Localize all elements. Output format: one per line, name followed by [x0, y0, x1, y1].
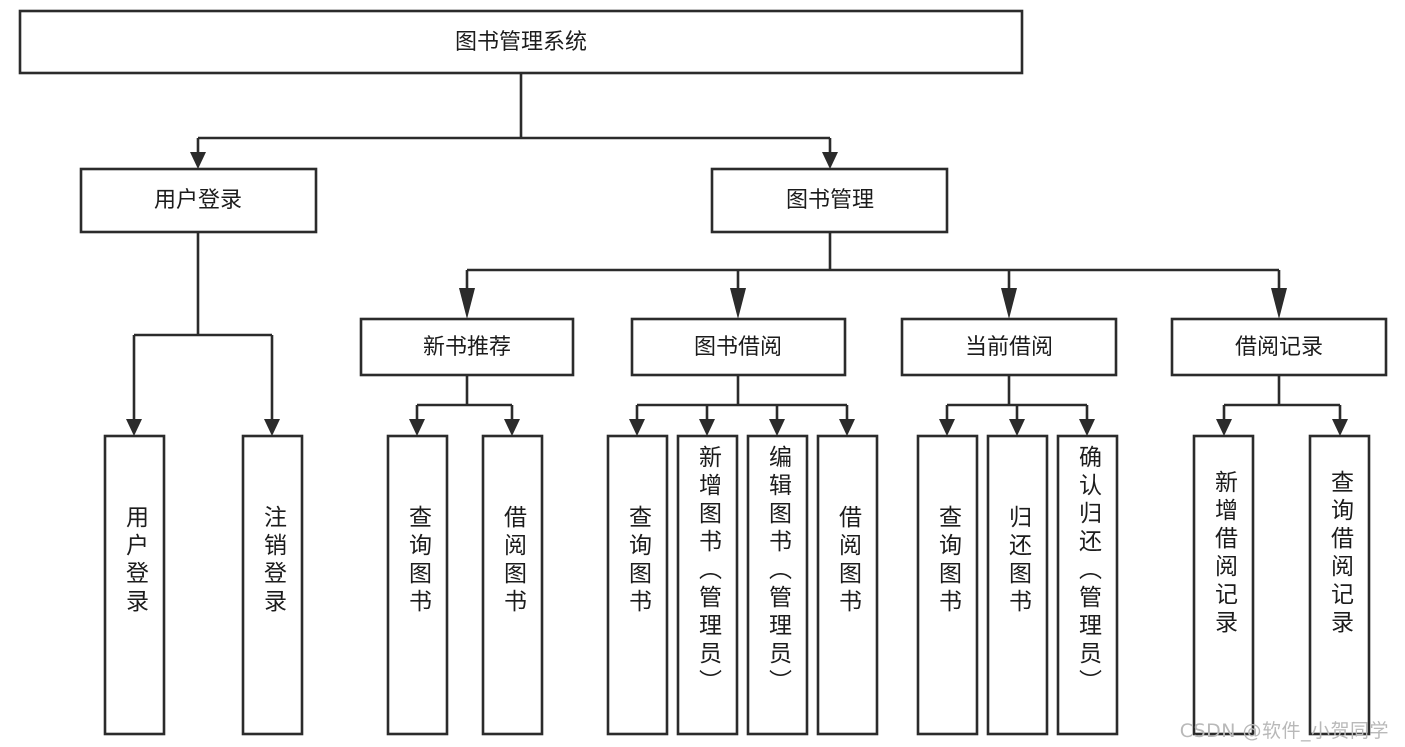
node-user-login-label: 用户登录: [154, 188, 242, 213]
node-leaf-query-record-label: 查询借阅记录: [1327, 470, 1355, 638]
node-leaf-add-record-box[interactable]: [1192, 434, 1255, 736]
node-leaf-logout[interactable]: 注销登录: [241, 434, 304, 736]
node-leaf-borrow-book-2[interactable]: 借阅图书: [816, 434, 879, 736]
node-leaf-confirm-return[interactable]: 确认归还（管理员）: [1056, 434, 1119, 736]
node-leaf-query-book-2-box[interactable]: [606, 434, 669, 736]
arrowhead-book-manage: [822, 152, 838, 169]
arrowhead-borrow-record: [1271, 288, 1287, 319]
node-borrow-record-label: 借阅记录: [1235, 335, 1323, 360]
node-leaf-query-record[interactable]: 查询借阅记录: [1308, 434, 1371, 736]
arrowhead-current-borrow: [1001, 288, 1017, 319]
arrowhead-new-book-recommend: [459, 288, 475, 319]
node-leaf-add-record[interactable]: 新增借阅记录: [1192, 434, 1255, 736]
node-leaf-edit-book[interactable]: 编辑图书（管理员）: [746, 434, 809, 736]
node-current-borrow-box[interactable]: [900, 317, 1118, 377]
node-book-borrow-box[interactable]: [630, 317, 847, 377]
node-leaf-add-book[interactable]: 新增图书（管理员）: [676, 434, 739, 736]
arrowhead-leaf-borrow-book-2: [839, 419, 855, 436]
node-leaf-borrow-book-1[interactable]: 借阅图书: [481, 434, 544, 736]
node-leaf-query-book-1-box[interactable]: [386, 434, 449, 736]
node-leaf-user-login-box[interactable]: [103, 434, 166, 736]
node-leaf-query-book-2-label: 查询图书: [625, 505, 653, 617]
node-leaf-logout-label: 注销登录: [260, 505, 288, 617]
node-book-borrow-label: 图书借阅: [694, 335, 782, 360]
arrowhead-leaf-add-record: [1216, 419, 1232, 436]
node-borrow-record[interactable]: 借阅记录: [1170, 317, 1388, 377]
arrowhead-book-borrow: [730, 288, 746, 319]
arrowhead-leaf-user-login: [126, 419, 142, 436]
node-current-borrow-label: 当前借阅: [965, 335, 1053, 360]
node-leaf-query-book-1-label: 查询图书: [405, 505, 433, 617]
node-leaf-add-book-box[interactable]: [676, 434, 739, 736]
arrowhead-leaf-add-book: [699, 419, 715, 436]
node-leaf-edit-book-box[interactable]: [746, 434, 809, 736]
node-leaf-return-book-label: 归还图书: [1005, 505, 1033, 617]
node-leaf-add-record-label: 新增借阅记录: [1211, 470, 1239, 638]
node-leaf-return-book[interactable]: 归还图书: [986, 434, 1049, 736]
arrowhead-leaf-logout: [264, 419, 280, 436]
node-leaf-return-book-box[interactable]: [986, 434, 1049, 736]
arrowhead-leaf-query-book-1: [409, 419, 425, 436]
node-leaf-query-book-3[interactable]: 查询图书: [916, 434, 979, 736]
node-borrow-record-box[interactable]: [1170, 317, 1388, 377]
node-new-book-recommend-box[interactable]: [359, 317, 575, 377]
node-current-borrow[interactable]: 当前借阅: [900, 317, 1118, 377]
node-leaf-logout-box[interactable]: [241, 434, 304, 736]
node-root-label: 图书管理系统: [455, 30, 587, 55]
node-leaf-borrow-book-2-box[interactable]: [816, 434, 879, 736]
arrowhead-leaf-query-book-3: [939, 419, 955, 436]
node-user-login[interactable]: 用户登录: [79, 167, 318, 234]
arrowhead-leaf-query-book-2: [629, 419, 645, 436]
node-leaf-query-book-3-label: 查询图书: [935, 505, 963, 617]
node-book-manage-box[interactable]: [710, 167, 949, 234]
node-book-borrow[interactable]: 图书借阅: [630, 317, 847, 377]
node-leaf-query-book-2[interactable]: 查询图书: [606, 434, 669, 736]
node-root-box[interactable]: [18, 9, 1024, 75]
node-new-book-recommend-label: 新书推荐: [423, 335, 511, 360]
node-book-manage[interactable]: 图书管理: [710, 167, 949, 234]
node-leaf-query-book-3-box[interactable]: [916, 434, 979, 736]
node-leaf-edit-book-label: 编辑图书（管理员）: [765, 445, 793, 697]
arrowhead-user-login: [190, 152, 206, 169]
node-leaf-user-login[interactable]: 用户登录: [103, 434, 166, 736]
node-book-manage-label: 图书管理: [786, 188, 874, 213]
node-new-book-recommend[interactable]: 新书推荐: [359, 317, 575, 377]
arrowhead-leaf-confirm-return: [1079, 419, 1095, 436]
arrowhead-leaf-query-record: [1332, 419, 1348, 436]
node-leaf-confirm-return-box[interactable]: [1056, 434, 1119, 736]
node-leaf-query-record-box[interactable]: [1308, 434, 1371, 736]
node-leaf-borrow-book-2-label: 借阅图书: [835, 505, 863, 617]
node-leaf-borrow-book-1-label: 借阅图书: [500, 505, 528, 617]
arrowhead-leaf-edit-book: [769, 419, 785, 436]
node-root[interactable]: 图书管理系统: [18, 9, 1024, 75]
node-user-login-box[interactable]: [79, 167, 318, 234]
connector-group: [126, 73, 1348, 436]
node-leaf-query-book-1[interactable]: 查询图书: [386, 434, 449, 736]
arrowhead-leaf-borrow-book-1: [504, 419, 520, 436]
node-leaf-confirm-return-label: 确认归还（管理员）: [1075, 445, 1103, 697]
node-leaf-borrow-book-1-box[interactable]: [481, 434, 544, 736]
node-leaf-user-login-label: 用户登录: [122, 505, 150, 617]
node-leaf-add-book-label: 新增图书（管理员）: [695, 445, 723, 697]
arrowhead-leaf-return-book: [1009, 419, 1025, 436]
